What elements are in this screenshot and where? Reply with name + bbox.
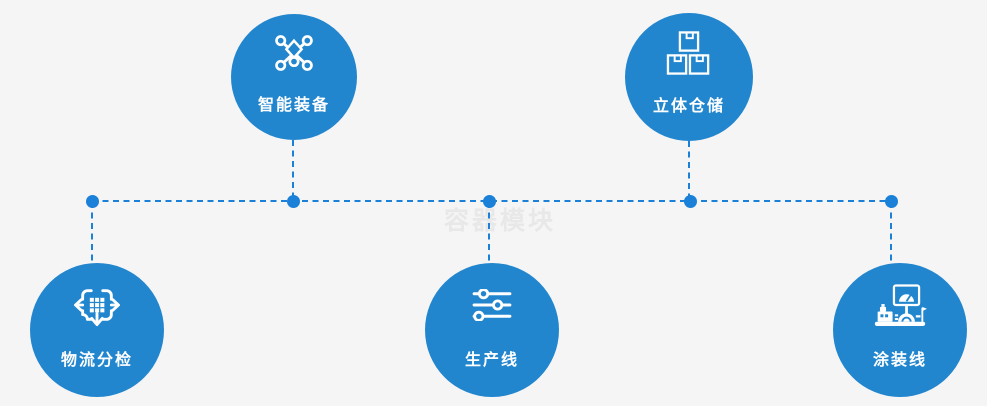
node-warehouse[interactable]: 立体仓储 (625, 13, 753, 141)
connector-vertical-painting-line (890, 202, 892, 263)
node-logistics-sorting[interactable]: 物流分检 (30, 263, 164, 397)
junction-dot-logistics (86, 195, 99, 208)
node-label: 生产线 (464, 352, 520, 370)
junction-dot-production-line (483, 195, 496, 208)
connector-vertical-smart-equipment (292, 140, 294, 201)
node-label: 物流分检 (60, 352, 134, 370)
network-nodes-icon (273, 34, 315, 72)
node-painting-line[interactable]: 涂装线 (833, 263, 967, 397)
node-production-line[interactable]: 生产线 (425, 263, 559, 397)
node-label: 智能装备 (257, 97, 331, 115)
machine-gauge-icon (873, 283, 927, 326)
connector-vertical-production-line (488, 202, 490, 263)
connector-vertical-logistics (91, 202, 93, 263)
junction-dot-painting-line (885, 195, 898, 208)
node-smart-equipment[interactable]: 智能装备 (231, 14, 357, 140)
junction-dot-warehouse (684, 195, 697, 208)
node-label: 涂装线 (872, 352, 928, 370)
node-label: 立体仓储 (652, 97, 726, 115)
connector-vertical-warehouse (688, 141, 690, 201)
watermark: 容器模块 (444, 207, 557, 235)
stacked-boxes-icon (666, 30, 712, 75)
sliders-icon (472, 288, 512, 321)
junction-dot-smart-equipment (287, 195, 300, 208)
sorting-arrows-icon (73, 283, 121, 327)
